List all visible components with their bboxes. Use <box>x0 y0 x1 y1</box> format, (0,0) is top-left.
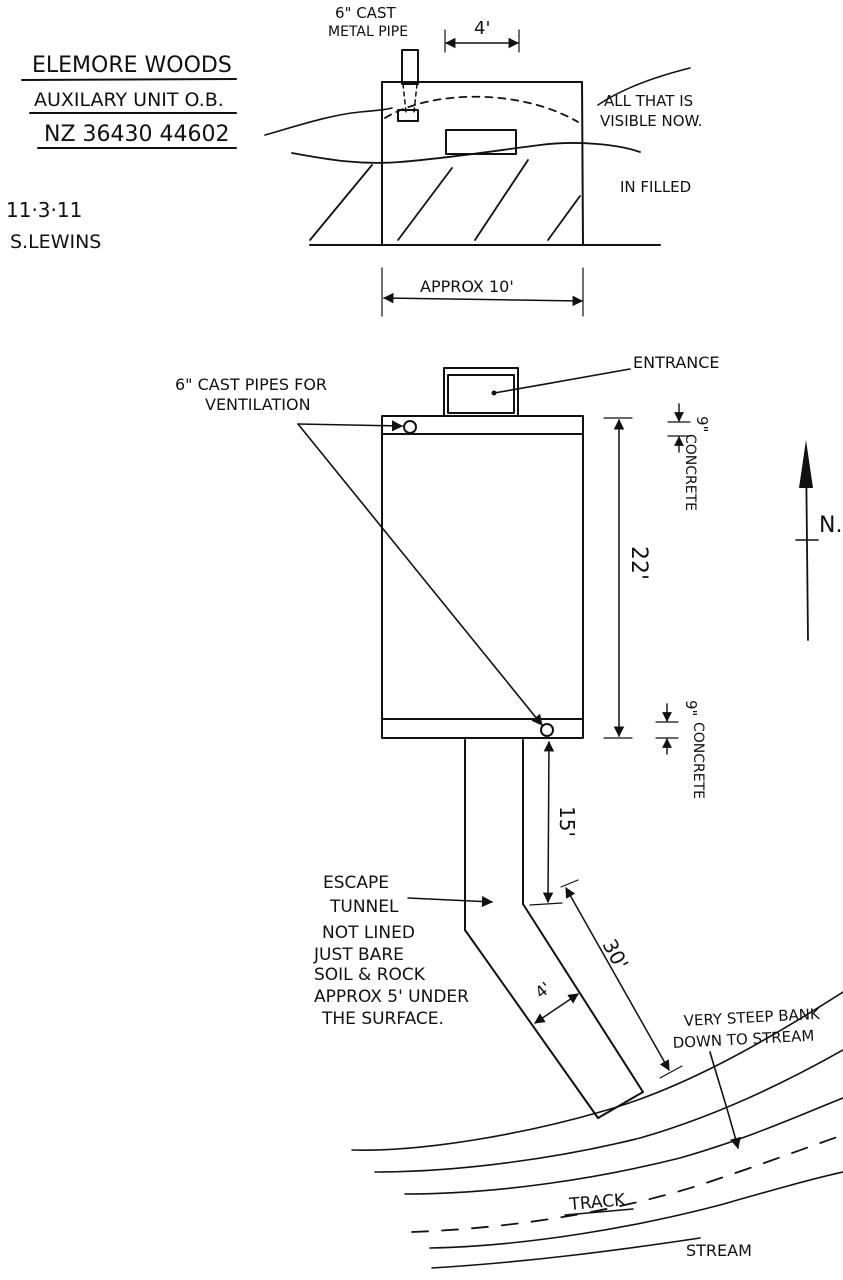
visible-label-1: ALL THAT IS <box>604 92 693 110</box>
concrete-top-label: CONCRETE <box>682 434 698 511</box>
vent-pipe-top <box>403 420 417 434</box>
author: S.LEWINS <box>10 231 101 253</box>
width-dim-label: APPROX 10' <box>420 277 514 296</box>
tunnel-notes: ESCAPE TUNNEL NOT LINED JUST BARE SOIL &… <box>313 873 469 1029</box>
stream-label: STREAM <box>686 1241 752 1260</box>
infilled-label: IN FILLED <box>620 178 691 196</box>
concrete-bottom-dim: 9" <box>682 700 700 716</box>
pipe-label-1: 6" CAST <box>335 4 396 22</box>
date: 11·3·11 <box>6 198 82 222</box>
vent-label-2: VENTILATION <box>205 395 311 414</box>
tunnel-note-line: THE SURFACE. <box>321 1009 444 1029</box>
tunnel-dim-30ft: 30' <box>598 935 634 974</box>
north-label: N. <box>819 513 842 538</box>
tunnel-note-line: SOIL & ROCK <box>314 965 426 985</box>
concrete-bottom-label: CONCRETE <box>690 722 706 799</box>
tunnel-note-line: APPROX 5' UNDER <box>314 987 469 1007</box>
vent-label-1: 6" CAST PIPES FOR <box>175 375 327 394</box>
bank-label-2: DOWN TO STREAM <box>672 1027 814 1052</box>
track-label: TRACK <box>568 1190 627 1215</box>
subtitle: AUXILARY UNIT O.B. <box>34 89 224 111</box>
tunnel-note-line: NOT LINED <box>322 923 415 943</box>
title: ELEMORE WOODS <box>32 53 232 78</box>
tunnel-dim-15ft: 15' <box>555 806 579 837</box>
dim-4ft: 4' <box>474 18 490 39</box>
tunnel-width-4ft: 4' <box>531 978 554 1002</box>
vent-pipe-bottom <box>540 723 554 737</box>
title-underline <box>21 78 237 81</box>
north-arrow-icon <box>799 440 813 488</box>
length-dim-22ft: 22' <box>626 546 651 580</box>
plan-view <box>297 367 843 1269</box>
entrance-label: ENTRANCE <box>633 353 720 372</box>
pipe-label-2: METAL PIPE <box>328 24 408 40</box>
visible-label-2: VISIBLE NOW. <box>600 112 702 130</box>
concrete-top-dim: 9" <box>693 416 711 432</box>
grid-reference: NZ 36430 44602 <box>44 122 230 147</box>
tunnel-note-line: JUST BARE <box>313 945 404 965</box>
bank-label-1: VERY STEEP BANK <box>683 1005 821 1030</box>
tunnel-note-line: TUNNEL <box>329 897 399 917</box>
elevation-view <box>264 29 691 317</box>
tunnel-note-line: ESCAPE <box>323 873 389 893</box>
